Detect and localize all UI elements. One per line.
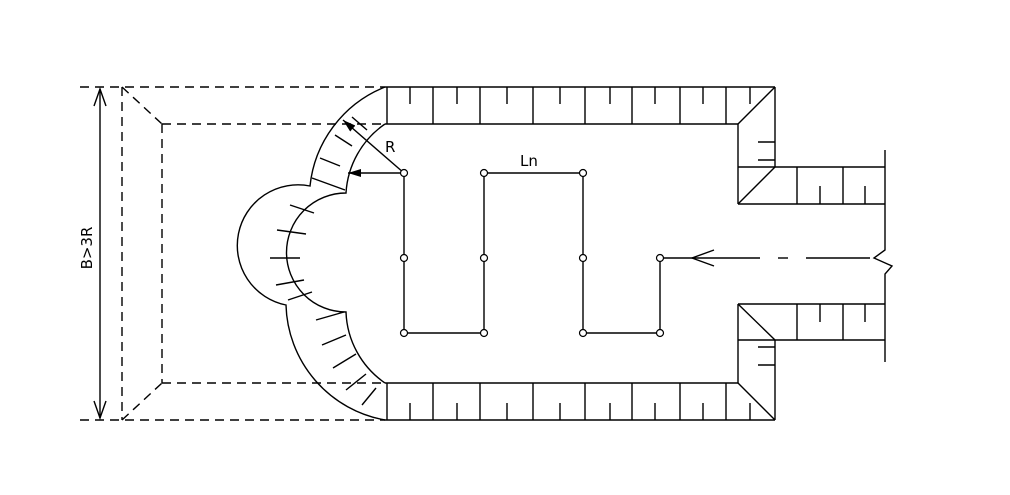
slope-tick [351, 116, 368, 131]
path-node [399, 168, 409, 178]
slope-tick [276, 229, 307, 235]
slope-tick [332, 353, 357, 369]
path-node [655, 253, 665, 263]
width-condition-label: B>3R [78, 227, 96, 270]
slope-tick [361, 387, 377, 406]
path-node [479, 168, 489, 178]
radius-annotation: R [342, 119, 405, 174]
path-node [399, 253, 409, 263]
slope-tick [321, 334, 347, 346]
path-node [578, 253, 588, 263]
path-node [479, 253, 489, 263]
wall-slope-ticks [386, 87, 866, 420]
radius-label: R [385, 138, 395, 156]
slope-tick [287, 291, 313, 301]
width-dimension: B>3R [78, 86, 107, 421]
curved-end-wall [236, 86, 386, 421]
flow-path: Ln [348, 152, 661, 334]
slope-tick [334, 134, 353, 147]
slope-tick [345, 373, 367, 391]
path-length-label: Ln [520, 152, 538, 170]
path-node [399, 328, 409, 338]
slope-tick [289, 204, 315, 214]
slope-tick [311, 177, 346, 191]
slope-tick [275, 279, 305, 286]
path-nodes [399, 168, 665, 338]
curved-wall-ticks [270, 116, 377, 406]
path-node [655, 328, 665, 338]
path-node [578, 168, 588, 178]
path-node [479, 328, 489, 338]
slope-tick [315, 311, 345, 321]
slope-tick [319, 157, 341, 167]
path-node [578, 328, 588, 338]
channel-walls [385, 86, 894, 421]
inlet-flow-line [660, 249, 870, 267]
